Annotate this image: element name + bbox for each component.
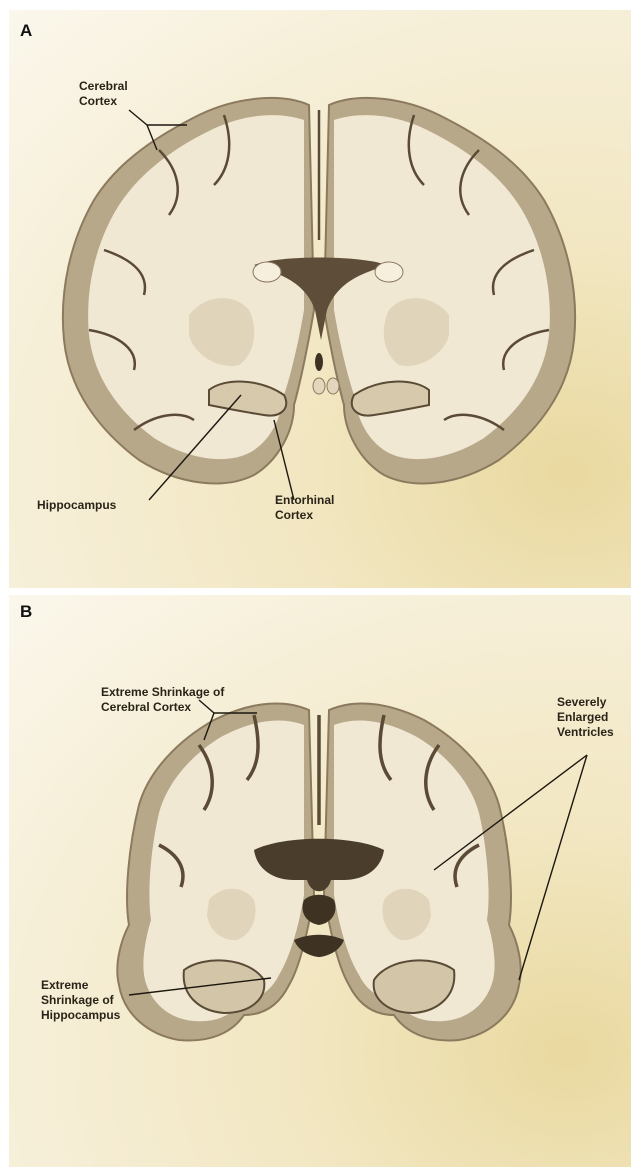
panel-a-healthy-brain: A xyxy=(9,10,631,588)
label-entorhinal-cortex: Entorhinal Cortex xyxy=(275,493,334,523)
label-hippocampus: Hippocampus xyxy=(37,498,116,513)
label-extreme-shrinkage-cortex: Extreme Shrinkage of Cerebral Cortex xyxy=(101,685,224,715)
left-hemisphere xyxy=(63,98,314,483)
label-extreme-shrinkage-hippocampus: Extreme Shrinkage of Hippocampus xyxy=(41,978,120,1023)
label-cerebral-cortex: Cerebral Cortex xyxy=(79,79,128,109)
panel-b-alzheimers-brain: B xyxy=(9,595,631,1167)
right-hemisphere xyxy=(324,98,575,483)
label-enlarged-ventricles: Severely Enlarged Ventricles xyxy=(557,695,614,740)
atrophied-brain-section xyxy=(9,595,631,1167)
